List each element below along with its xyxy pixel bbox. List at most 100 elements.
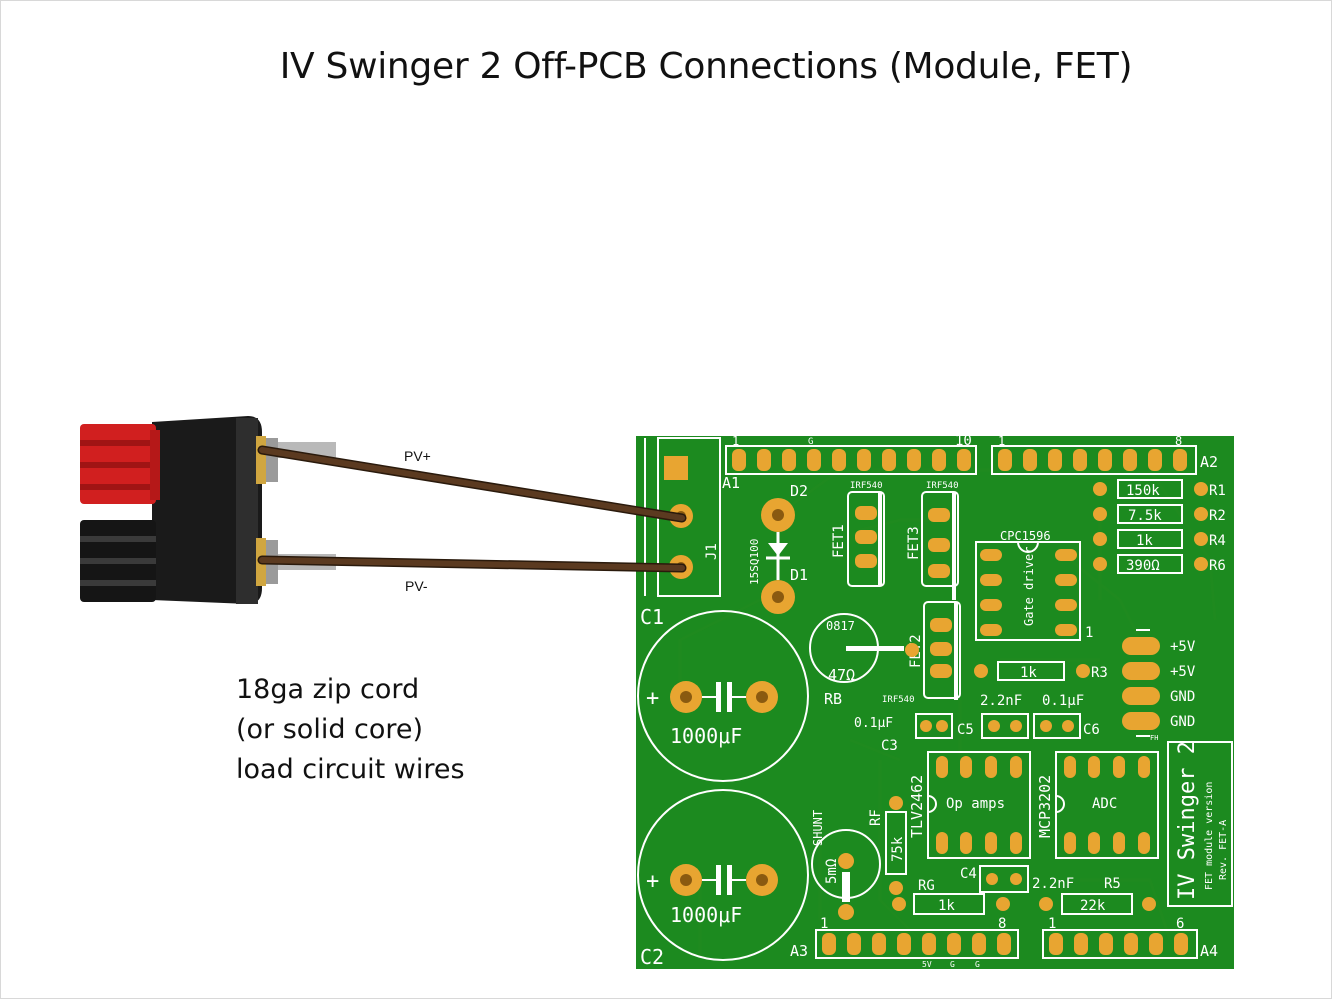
gate-driver-label: Gate driver [1022,547,1036,626]
rb-code-label: 0817 [826,619,855,633]
shunt-label: SHUNT [811,810,825,846]
board-rev: Rev. FET-A [1218,820,1229,880]
cpc-pins [980,549,1077,636]
r4-label: R4 [1209,533,1226,549]
caption-line-3: load circuit wires [236,754,465,785]
opamp-ic-label: TLV2462 [908,775,926,838]
header-a4-outline [1042,929,1198,959]
header-a3-pins [822,933,1011,955]
adc-ic-label: MCP3202 [1036,775,1054,838]
cpc-label: CPC1596 [1000,529,1051,543]
irf540-2-label: IRF540 [882,695,915,705]
j1-square-pad [664,456,688,480]
pv-plus-label: PV+ [404,448,431,464]
c5-value: 2.2nF [980,693,1022,709]
a1-label: A1 [722,474,740,492]
fet3-label: FET3 [906,526,922,560]
fet3-outline [921,491,959,587]
gnd-1-label: GND [1170,689,1195,705]
rg-label: RG [918,878,935,894]
c1-label: C1 [640,605,664,629]
a4-pin6-label: 6 [1176,916,1184,932]
d1-label: D1 [790,566,808,584]
pcb-board: J1 C1 1 G 10 A1 [636,433,1234,969]
c3-label: C3 [881,738,898,754]
cap-c2-outline [637,789,809,961]
cap-c1-value: 1000μF [670,724,742,748]
header-a3-outline [815,929,1019,959]
rg-value: 1k [938,898,955,914]
a3-label: A3 [790,942,808,960]
fet1-outline [847,491,885,587]
wire-negative [259,557,685,571]
a4-pin1-label: 1 [1048,916,1056,932]
cap-c2-value: 1000μF [670,903,742,927]
r6-label: R6 [1209,558,1226,574]
header-a2-pins [998,449,1187,471]
c3-outline [915,713,953,739]
r4-value: 1k [1136,533,1153,549]
cap-c2-plus: + [646,869,659,894]
rf-label: RF [868,809,884,826]
r3-value: 1k [1020,665,1037,681]
adc-pins [1064,756,1150,854]
cpc-outline [975,541,1081,641]
r5-outline [1061,893,1133,915]
r2-label: R2 [1209,508,1226,524]
j1-label: J1 [704,543,720,560]
r3-label: R3 [1091,665,1108,681]
adc-outline [1055,751,1159,859]
diode-part-label: 15SQ100 [748,539,761,585]
cpc-pin1-label: 1 [1085,625,1093,641]
p5v-1-label: +5V [1170,639,1196,655]
r3-outline [997,661,1065,681]
c3-value: 0.1μF [854,716,893,731]
c6-outline [1033,713,1081,739]
load-circuit-wires [257,445,687,573]
binding-posts [80,416,336,604]
header-a4-pins [1049,933,1188,955]
c6-label: C6 [1083,722,1100,738]
header-a1-outline [725,445,977,475]
fh-label: FH [1150,734,1158,742]
shunt-value: 5mΩ [824,859,840,884]
copper-traces [678,468,1217,960]
r6-value: 390Ω [1126,558,1160,574]
pv-minus-label: PV- [405,578,428,594]
diode-symbol-icon [768,543,788,556]
board-title-box [1167,741,1233,907]
r1-label: R1 [1209,483,1226,499]
irf540-3-label: IRF540 [926,481,959,491]
rb-label: RB [824,690,842,708]
header-a2-outline [991,445,1197,475]
wire-positive [259,447,685,521]
a1-pin10-label: 10 [955,433,972,449]
rg-outline [913,893,985,915]
caption-line-1: 18ga zip cord [236,674,420,705]
r2-value: 7.5k [1128,508,1162,524]
c5-outline [981,713,1029,739]
a1-pin-g-label: G [808,437,813,447]
d2-label: D2 [790,482,808,500]
gnd-2-label: GND [1170,714,1195,730]
fet2-outline [923,601,961,699]
opamp-outline [927,751,1031,859]
irf540-1-label: IRF540 [850,481,883,491]
a3-g1-label: G [950,960,955,969]
binding-post-housing [152,416,262,604]
rf-outline [885,811,907,875]
c4-outline [979,865,1029,893]
c2-label: C2 [640,945,664,969]
a2-label: A2 [1200,453,1218,471]
r5-value: 22k [1080,898,1106,914]
wire-caption: 18ga zip cord (or solid core) load circu… [236,670,465,790]
c4-value: 2.2nF [1032,876,1074,892]
header-a1-pins [732,449,971,471]
a3-pin8-label: 8 [998,916,1006,932]
fet1-label: FET1 [831,524,847,558]
board-subtitle: FET module version [1204,782,1215,890]
opamp-label: Op amps [946,796,1005,812]
cap-c1-plus: + [646,686,659,711]
a4-label: A4 [1200,942,1218,960]
resistor-bank [1093,479,1208,574]
